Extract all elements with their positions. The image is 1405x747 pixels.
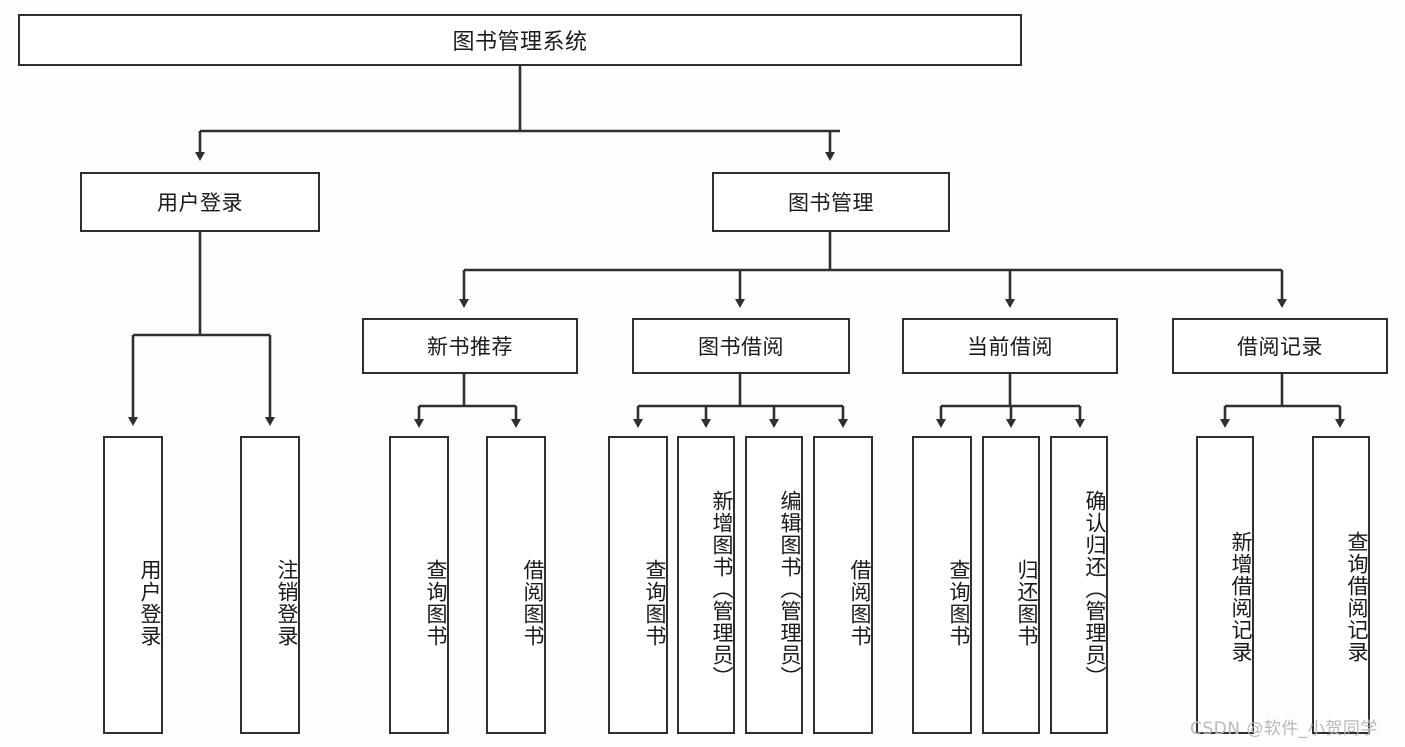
leaf-user-login-logout[interactable]: 注销登录 xyxy=(240,436,300,734)
leaf-new-book-borrow-label: 借阅图书 xyxy=(521,559,545,647)
leaf-borrow-borrow-book-label: 借阅图书 xyxy=(848,559,872,647)
leaf-borrow-edit-book-label: 编辑图书（管理员） xyxy=(778,490,802,688)
leaf-new-book-query-label: 查询图书 xyxy=(424,559,448,647)
leaf-borrow-query-book[interactable]: 查询图书 xyxy=(608,436,668,734)
leaf-record-add[interactable]: 新增借阅记录 xyxy=(1196,436,1254,734)
node-current-borrow[interactable]: 当前借阅 xyxy=(902,318,1118,374)
leaf-record-add-label: 新增借阅记录 xyxy=(1229,531,1253,663)
node-root-system-label: 图书管理系统 xyxy=(452,30,588,55)
node-root-system[interactable]: 图书管理系统 xyxy=(18,14,1022,66)
node-book-borrow-label: 图书借阅 xyxy=(698,335,784,359)
leaf-borrow-edit-book[interactable]: 编辑图书（管理员） xyxy=(745,436,803,734)
leaf-new-book-query[interactable]: 查询图书 xyxy=(389,436,449,734)
leaf-user-login-login[interactable]: 用户登录 xyxy=(103,436,163,734)
leaf-record-query[interactable]: 查询借阅记录 xyxy=(1312,436,1370,734)
leaf-current-query-book[interactable]: 查询图书 xyxy=(912,436,972,734)
node-user-login[interactable]: 用户登录 xyxy=(80,172,320,232)
node-borrow-record[interactable]: 借阅记录 xyxy=(1172,318,1388,374)
leaf-new-book-borrow[interactable]: 借阅图书 xyxy=(486,436,546,734)
leaf-borrow-query-book-label: 查询图书 xyxy=(643,559,667,647)
leaf-borrow-add-book-label: 新增图书（管理员） xyxy=(710,490,734,688)
leaf-current-return-book-label: 归还图书 xyxy=(1015,559,1039,647)
leaf-current-return-book[interactable]: 归还图书 xyxy=(982,436,1040,734)
leaf-user-login-login-label: 用户登录 xyxy=(138,559,162,647)
leaf-current-confirm-return[interactable]: 确认归还（管理员） xyxy=(1050,436,1108,734)
node-book-management-label: 图书管理 xyxy=(788,191,874,215)
leaf-record-query-label: 查询借阅记录 xyxy=(1345,531,1369,663)
leaf-current-query-book-label: 查询图书 xyxy=(947,559,971,647)
leaf-borrow-add-book[interactable]: 新增图书（管理员） xyxy=(677,436,735,734)
node-book-borrow[interactable]: 图书借阅 xyxy=(632,318,850,374)
node-book-management[interactable]: 图书管理 xyxy=(712,172,950,232)
watermark-label: CSDN @软件_小贺同学 xyxy=(1190,719,1378,739)
node-current-borrow-label: 当前借阅 xyxy=(967,335,1053,359)
leaf-user-login-logout-label: 注销登录 xyxy=(275,559,299,647)
node-new-book-recommend-label: 新书推荐 xyxy=(427,335,513,359)
leaf-current-confirm-return-label: 确认归还（管理员） xyxy=(1083,490,1107,688)
node-borrow-record-label: 借阅记录 xyxy=(1237,335,1323,359)
node-new-book-recommend[interactable]: 新书推荐 xyxy=(362,318,578,374)
node-user-login-label: 用户登录 xyxy=(157,191,243,215)
leaf-borrow-borrow-book[interactable]: 借阅图书 xyxy=(813,436,873,734)
